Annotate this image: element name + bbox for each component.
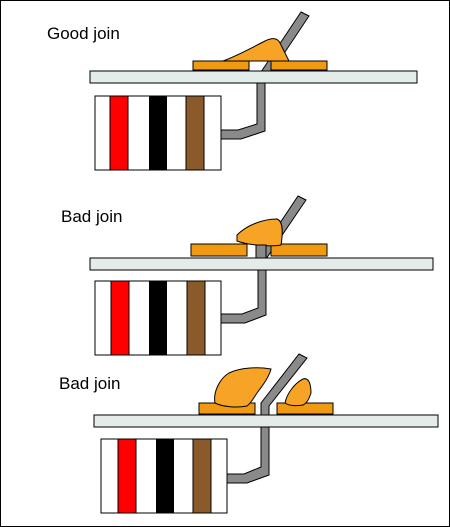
resistor — [94, 280, 222, 356]
pad-right — [276, 402, 334, 415]
circuit-board — [89, 257, 434, 271]
band-red — [109, 95, 129, 171]
resistor — [100, 438, 228, 514]
circuit-board — [93, 414, 439, 428]
pad-right — [270, 243, 328, 257]
band-red — [117, 438, 137, 514]
band-brown — [185, 95, 205, 171]
band-brown — [186, 280, 206, 356]
band-red — [110, 280, 130, 356]
resistor — [94, 95, 222, 171]
pad-left — [190, 243, 248, 257]
panel-bad-join-1 — [89, 195, 434, 356]
circuit-board — [89, 70, 418, 84]
panel-bad-join-2 — [93, 353, 439, 514]
band-black — [149, 96, 167, 170]
band-brown — [192, 438, 212, 514]
band-black — [149, 281, 167, 355]
panel-1-label: Good join — [47, 24, 120, 43]
solder-lump-right — [284, 378, 312, 407]
solder-fillet — [222, 38, 290, 62]
band-black — [156, 439, 174, 513]
solder-lump-left — [214, 367, 272, 408]
pad-right — [270, 60, 328, 71]
panel-good-join — [89, 11, 418, 171]
pad-left — [192, 60, 250, 71]
panel-3-label: Bad join — [59, 374, 121, 393]
lead-through-hole — [255, 244, 267, 260]
panel-2-label: Bad join — [61, 207, 123, 226]
solder-blob — [236, 218, 283, 247]
